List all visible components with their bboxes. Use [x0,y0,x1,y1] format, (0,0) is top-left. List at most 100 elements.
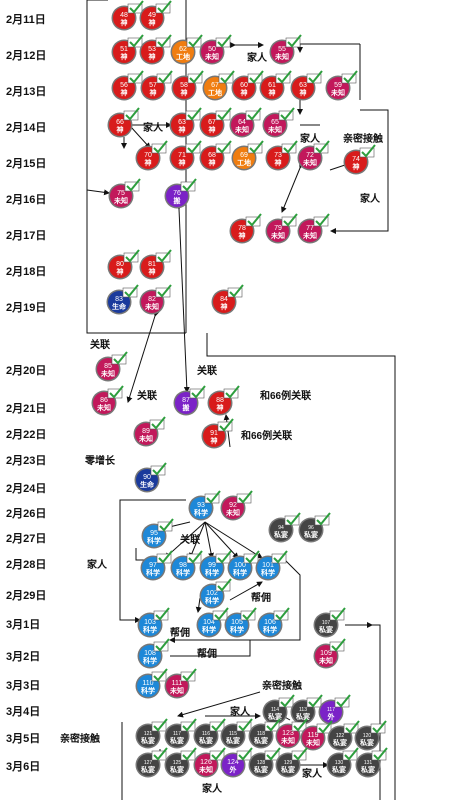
case-node: 51神 [111,34,144,65]
case-id: 97 [149,562,157,569]
check-icon [277,70,292,84]
checkbox-icon [209,750,225,761]
checkbox-icon [334,697,350,708]
check-icon [125,249,140,263]
relation-label: 关联 [90,340,110,351]
checkbox-icon [281,216,297,227]
connector-line [329,164,346,171]
check-icon [217,34,232,48]
check-icon [283,140,298,154]
case-category: 未知 [139,434,153,443]
case-id: 59 [334,82,342,89]
case-id: 102 [206,590,218,597]
check-icon [157,284,172,298]
check-icon [126,178,141,192]
checkbox-icon [151,671,167,682]
case-id: 63 [299,82,307,89]
case-id: 107 [322,620,331,626]
case-category: 神 [150,88,157,97]
checkbox-icon [278,110,294,121]
check-icon [343,70,358,84]
check-icon [113,351,128,365]
relation-label: 帮佣 [197,649,217,660]
checkbox-icon [153,641,169,652]
date-label: 3月4日 [6,706,41,718]
case-node: 60神 [231,70,264,101]
case-category: 私宴 [359,738,374,747]
date-label: 2月20日 [6,365,47,377]
case-category: 私宴 [225,736,240,745]
case-category: 神 [241,88,248,97]
date-label: 2月23日 [6,455,47,467]
case-node: 63神 [290,70,323,101]
checkbox-icon [155,252,171,263]
checkbox-icon [281,143,297,154]
connector-line [86,189,110,196]
relation-label: 家人 [300,134,320,145]
check-icon [157,34,172,48]
case-node: 70神 [135,140,168,171]
case-category: 私宴 [140,736,155,745]
check-icon [238,490,253,504]
case-category: 未知 [199,765,213,774]
case-category: 私宴 [253,736,268,745]
connector-line [195,597,202,613]
case-category: 神 [353,162,360,171]
date-label: 2月19日 [6,302,47,314]
connector-line [177,691,261,718]
date-label: 2月24日 [6,483,47,495]
case-id: 91 [210,430,218,437]
case-category: 神 [209,125,216,134]
checkbox-icon [316,723,332,734]
date-label: 2月13日 [6,86,47,98]
checkbox-icon [151,143,167,154]
case-category: 科学 [233,568,247,577]
checkbox-icon [107,388,123,399]
checkbox-icon [187,73,203,84]
case-id: 63 [178,119,186,126]
case-category: 工地 [237,158,251,167]
case-category: 未知 [275,52,289,61]
check-icon [182,718,197,732]
check-icon [316,512,331,526]
check-icon [287,34,302,48]
case-category: 神 [121,52,128,61]
check-icon [187,140,202,154]
case-id: 104 [203,619,215,626]
checkbox-icon [341,73,357,84]
connector-line [119,499,186,623]
checkbox-icon [155,287,171,298]
relation-label: 亲密接触 [60,734,100,745]
check-icon [153,668,168,682]
connector-line [169,559,301,643]
case-node: 58神 [171,70,204,101]
case-category: 神 [121,18,128,27]
checkbox-icon [180,181,196,192]
case-category: 科学 [143,656,157,665]
case-category: 未知 [235,125,249,134]
case-id: 128 [257,760,266,766]
case-id: 129 [284,760,293,766]
case-id: 67 [211,82,219,89]
check-icon [217,107,232,121]
case-id: 90 [143,474,151,481]
case-id: 67 [208,119,216,126]
case-category: 神 [217,403,224,412]
